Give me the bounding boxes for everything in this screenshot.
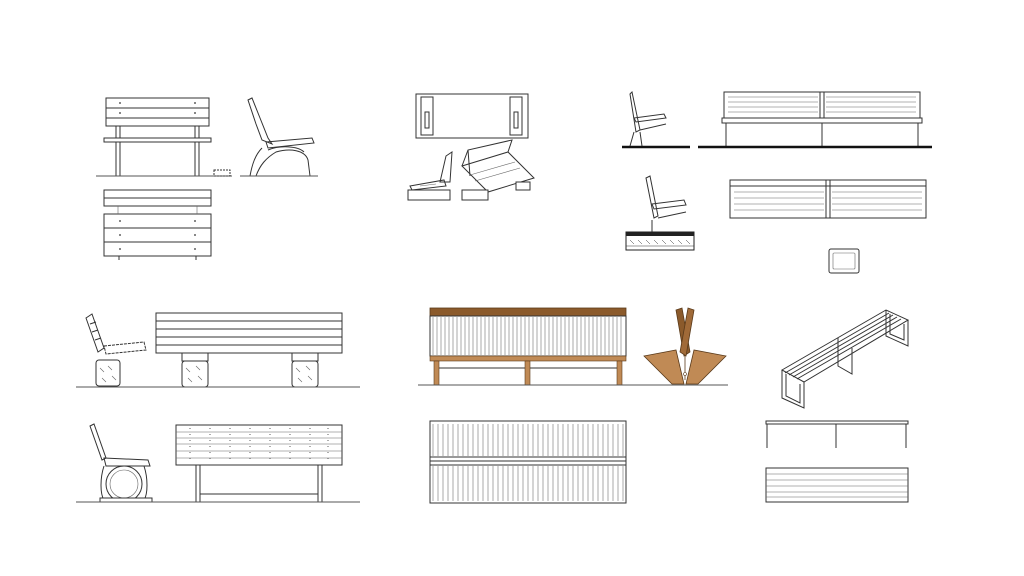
bench-3-end-detail bbox=[828, 248, 860, 274]
bench-3-front-elevation bbox=[698, 91, 932, 149]
bench-4-side-elevation bbox=[85, 313, 147, 387]
bench-5-front-elevation bbox=[175, 424, 343, 502]
bench-1-plan-view bbox=[103, 189, 212, 260]
bench-4-front-elevation bbox=[155, 312, 343, 388]
bench-2-perspective-view bbox=[461, 139, 535, 201]
bench-3-plan-view bbox=[729, 179, 927, 219]
bench-1-front-elevation bbox=[96, 97, 232, 177]
bench-5-side-elevation bbox=[89, 423, 153, 503]
bench-6-side-elevation bbox=[643, 307, 727, 385]
bench-6-front-elevation bbox=[429, 307, 627, 386]
bench-1-side-elevation bbox=[213, 97, 318, 177]
bench-2-plan-view bbox=[415, 93, 529, 139]
bench-3-side-elevation bbox=[622, 90, 690, 149]
bench-7-front-elevation bbox=[765, 420, 909, 448]
bench-2-side-view bbox=[407, 151, 453, 201]
bench-7-plan-view bbox=[765, 467, 909, 503]
bench-3-section-view bbox=[625, 175, 695, 251]
bench-7-perspective-view bbox=[780, 309, 910, 409]
bench-6-plan-view bbox=[429, 420, 627, 504]
